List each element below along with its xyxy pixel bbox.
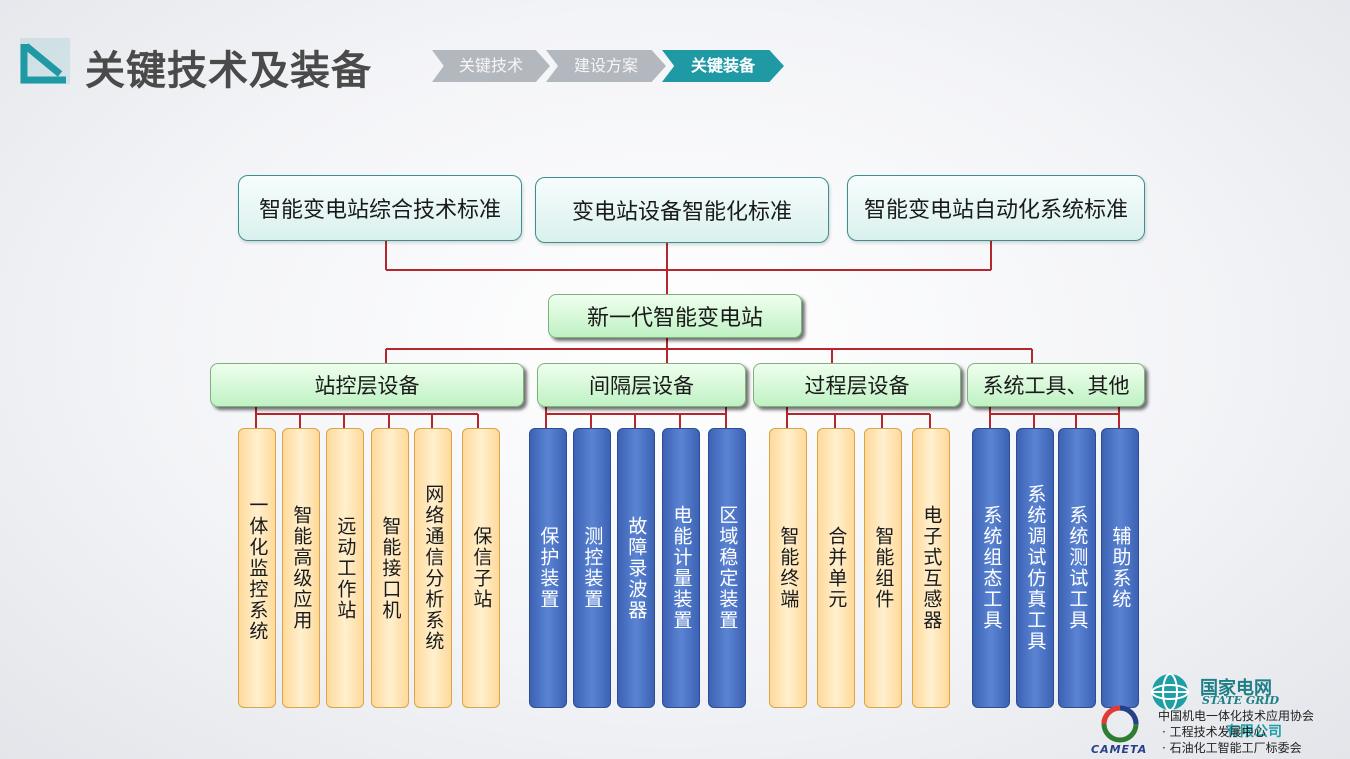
leaf-item: 系统调试仿真工具 [1016, 428, 1054, 708]
cameta-wordmark: CAMETA [1091, 743, 1148, 756]
leaf-item: 智能终端 [769, 428, 807, 708]
association-name: 中国机电一体化技术应用协会 [1158, 709, 1315, 723]
state-grid-name: 国家电网 [1200, 678, 1272, 699]
leaf-item: 保护装置 [529, 428, 567, 708]
cameta-logo-icon [1101, 705, 1139, 743]
state-grid-logo [1151, 673, 1189, 711]
leaf-item: 保信子站 [462, 428, 500, 708]
leaf-item: 电子式互感器 [912, 428, 950, 708]
standard-equipment: 变电站设备智能化标准 [535, 177, 829, 243]
leaf-item: 区域稳定装置 [708, 428, 746, 708]
leaf-item: 智能高级应用 [282, 428, 320, 708]
leaf-item: 合并单元 [817, 428, 855, 708]
leaf-item: 智能接口机 [371, 428, 409, 708]
state-grid-company: 有限公司 [1226, 724, 1282, 740]
standard-automation: 智能变电站自动化系统标准 [847, 175, 1145, 241]
leaf-item: 测控装置 [573, 428, 611, 708]
breadcrumb-key-tech[interactable]: 关键技术 [432, 50, 550, 82]
breadcrumb-construction-plan[interactable]: 建设方案 [546, 50, 666, 82]
arrow-down-right-icon [20, 38, 70, 84]
category-tools-other: 系统工具、其他 [967, 363, 1145, 407]
core-node: 新一代智能变电站 [548, 294, 802, 338]
association-line-1: · 工程技术发展中心 [1162, 725, 1266, 739]
leaf-item: 辅助系统 [1101, 428, 1139, 708]
standard-comprehensive: 智能变电站综合技术标准 [238, 175, 522, 241]
category-process-level: 过程层设备 [753, 363, 961, 407]
category-station-control: 站控层设备 [210, 363, 524, 407]
leaf-item: 系统测试工具 [1058, 428, 1096, 708]
leaf-item: 电能计量装置 [662, 428, 700, 708]
state-grid-english: STATE GRID [1202, 694, 1280, 707]
leaf-item: 系统组态工具 [972, 428, 1010, 708]
association-line-2: · 石油化工智能工厂标委会 [1162, 741, 1302, 755]
leaf-item: 一体化监控系统 [238, 428, 276, 708]
leaf-item: 智能组件 [864, 428, 902, 708]
category-bay-level: 间隔层设备 [537, 363, 746, 407]
breadcrumb-key-equipment[interactable]: 关键装备 [662, 50, 784, 82]
leaf-item: 远动工作站 [326, 428, 364, 708]
page-title: 关键技术及装备 [85, 48, 372, 94]
leaf-item: 故障录波器 [617, 428, 655, 708]
leaf-item: 网络通信分析系统 [414, 428, 452, 708]
